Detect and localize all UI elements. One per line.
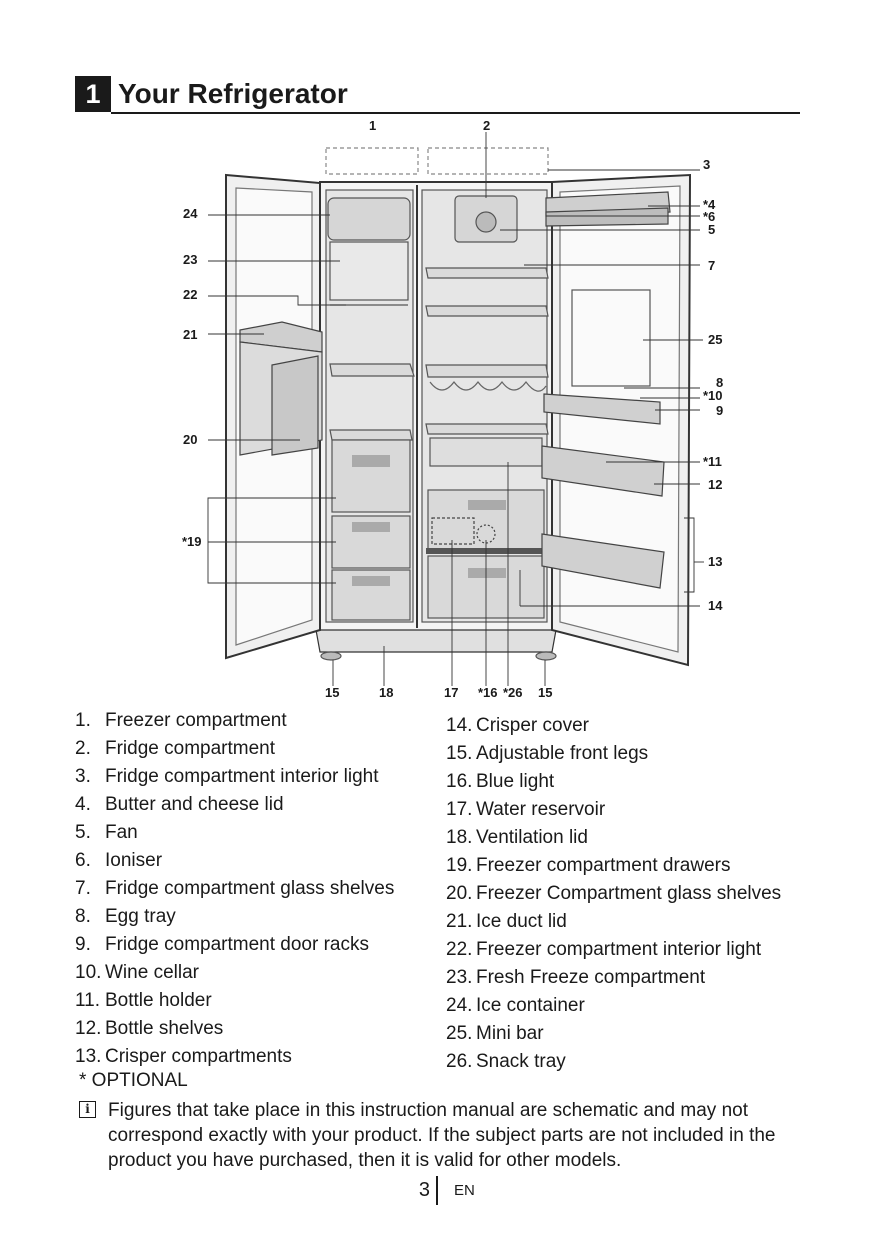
callout-11: *11 — [703, 455, 722, 468]
callout-5: 5 — [708, 223, 715, 236]
item-label: Fan — [105, 819, 138, 847]
item-label: Freezer compartment interior light — [476, 936, 761, 964]
item-number: 26. — [446, 1048, 472, 1076]
item-number: 10. — [75, 959, 105, 987]
item-label: Freezer compartment — [105, 707, 287, 735]
callout-18: 18 — [379, 686, 393, 699]
item-number: 16. — [446, 768, 472, 796]
callout-10: *10 — [703, 389, 723, 402]
item-number: 21. — [446, 908, 472, 936]
item-number: 15. — [446, 740, 472, 768]
callout-23: 23 — [183, 253, 197, 266]
item-number: 13. — [75, 1043, 105, 1071]
callout-15-left: 15 — [325, 686, 339, 699]
item-number: 25. — [446, 1020, 472, 1048]
callout-16: *16 — [478, 686, 498, 699]
item-number: 14. — [446, 712, 472, 740]
callout-26: *26 — [503, 686, 523, 699]
item-number: 9. — [75, 931, 105, 959]
section-header: 1 Your Refrigerator — [75, 76, 800, 114]
item-label: Fridge compartment — [105, 735, 275, 763]
item-number: 23. — [446, 964, 472, 992]
item-number: 19. — [446, 852, 472, 880]
item-number: 5. — [75, 819, 105, 847]
item-number: 24. — [446, 992, 472, 1020]
item-number: 4. — [75, 791, 105, 819]
item-number: 11. — [75, 987, 105, 1015]
info-icon: i — [79, 1101, 96, 1118]
item-number: 7. — [75, 875, 105, 903]
callout-3: 3 — [703, 158, 710, 171]
footer-divider — [436, 1176, 438, 1205]
item-label: Bottle shelves — [105, 1015, 223, 1043]
item-label: Fridge compartment glass shelves — [105, 875, 394, 903]
item-label: Snack tray — [476, 1048, 566, 1076]
item-number: 18. — [446, 824, 472, 852]
item-label: Ice duct lid — [476, 908, 567, 936]
callout-24: 24 — [183, 207, 197, 220]
refrigerator-diagram: 1 2 3 *4 *6 5 7 24 23 22 21 25 8 *10 9 2… — [0, 112, 875, 710]
item-label: Egg tray — [105, 903, 176, 931]
item-number: 8. — [75, 903, 105, 931]
item-label: Crisper cover — [476, 712, 589, 740]
item-label: Water reservoir — [476, 796, 605, 824]
language-code: EN — [454, 1180, 475, 1202]
item-label: Ventilation lid — [476, 824, 588, 852]
item-number: 6. — [75, 847, 105, 875]
callout-9: 9 — [716, 404, 723, 417]
callout-13: 13 — [708, 555, 722, 568]
item-number: 20. — [446, 880, 472, 908]
item-label: Mini bar — [476, 1020, 544, 1048]
item-number: 1. — [75, 707, 105, 735]
item-number: 2. — [75, 735, 105, 763]
callout-15-right: 15 — [538, 686, 552, 699]
callout-12: 12 — [708, 478, 722, 491]
callout-1: 1 — [369, 119, 376, 132]
page-number: 3 — [412, 1177, 430, 1203]
item-number: 17. — [446, 796, 472, 824]
item-number: 3. — [75, 763, 105, 791]
section-title: Your Refrigerator — [118, 76, 348, 112]
callout-25: 25 — [708, 333, 722, 346]
callout-14: 14 — [708, 599, 722, 612]
callout-19: *19 — [182, 535, 202, 548]
callout-2: 2 — [483, 119, 490, 132]
section-number: 1 — [75, 76, 111, 112]
refrigerator-illustration — [0, 112, 875, 710]
item-label: Freezer Compartment glass shelves — [476, 880, 781, 908]
item-label: Adjustable front legs — [476, 740, 648, 768]
optional-note: * OPTIONAL — [79, 1068, 188, 1094]
disclaimer-note: Figures that take place in this instruct… — [108, 1098, 808, 1173]
callout-20: 20 — [183, 433, 197, 446]
item-label: Blue light — [476, 768, 554, 796]
callout-7: 7 — [708, 259, 715, 272]
item-label: Freezer compartment drawers — [476, 852, 730, 880]
item-number: 22. — [446, 936, 472, 964]
callout-22: 22 — [183, 288, 197, 301]
item-label: Wine cellar — [105, 959, 199, 987]
item-label: Butter and cheese lid — [105, 791, 284, 819]
callout-17: 17 — [444, 686, 458, 699]
item-label: Fresh Freeze compartment — [476, 964, 705, 992]
item-label: Fridge compartment door racks — [105, 931, 369, 959]
callout-21: 21 — [183, 328, 197, 341]
item-label: Ioniser — [105, 847, 162, 875]
item-label: Ice container — [476, 992, 585, 1020]
item-label: Crisper compartments — [105, 1043, 292, 1071]
item-label: Fridge compartment interior light — [105, 763, 379, 791]
item-number: 12. — [75, 1015, 105, 1043]
item-label: Bottle holder — [105, 987, 212, 1015]
